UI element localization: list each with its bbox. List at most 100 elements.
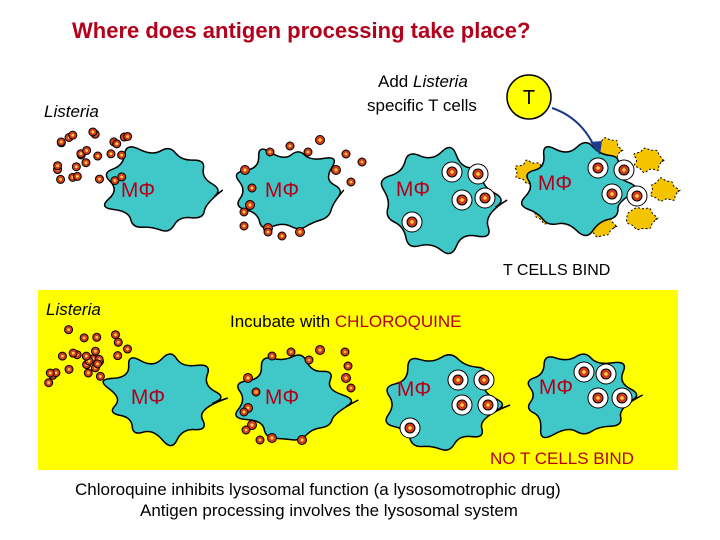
bacterium-core (242, 410, 246, 414)
bacterium-core (456, 378, 460, 382)
bacterium-core (96, 362, 99, 366)
bacterium-core (246, 376, 250, 380)
bacterium-core (120, 175, 124, 179)
bacterium-core (96, 154, 100, 158)
macrophage-4: MΦ (520, 141, 648, 237)
bacterium-core (95, 335, 99, 339)
caption-line-1: Chloroquine inhibits lysosomal function … (75, 480, 561, 499)
bacterium-core (246, 406, 250, 410)
bacterium-core (450, 170, 454, 174)
bacterium-core (79, 152, 83, 156)
bacterium-core (346, 364, 350, 368)
bacterium-core (349, 180, 353, 184)
bacterium-core (98, 374, 102, 378)
macrophage-label: MΦ (539, 376, 573, 399)
macrophage-2: MΦ (235, 135, 345, 237)
bacterium-core (476, 172, 480, 176)
bacterium-core (620, 396, 624, 400)
macrophage-1: MΦ (103, 146, 224, 232)
instruction-add-listeria: Add Listeria (378, 72, 468, 92)
bacterium-core (288, 144, 292, 148)
bacterium-core (47, 381, 51, 385)
bacterium-core (460, 403, 464, 407)
bacterium-core (250, 423, 254, 427)
instruction-add-italic: Listeria (412, 72, 468, 91)
bacterium-core (86, 371, 90, 375)
bacterium-core (483, 196, 487, 200)
bacterium-core (115, 142, 119, 146)
bacterium-core (59, 140, 63, 144)
macrophage-body (103, 146, 224, 232)
bacterium-core (243, 168, 247, 172)
macrophage-label: MΦ (121, 179, 155, 202)
macrophage-3: MΦ (380, 146, 508, 255)
bacterium-core (334, 168, 338, 172)
bacterium-core (94, 349, 97, 353)
instruction-add-prefix: Add (378, 72, 413, 91)
bacterium-core (410, 220, 414, 224)
bacterium-core (289, 350, 293, 354)
bacterium-core (98, 177, 101, 181)
bacterium-core (82, 336, 86, 340)
bacterium-core (126, 135, 129, 138)
macrophage-8: MΦ (527, 353, 644, 439)
bacterium-core (300, 438, 304, 442)
bacterium-core (109, 152, 113, 156)
result-t-cells-bind: T CELLS BIND (503, 262, 611, 279)
bacterium-core (60, 354, 64, 358)
bacterium-core (298, 230, 302, 234)
binding-arrow-head (590, 141, 602, 155)
macrophage-body (102, 353, 229, 447)
bacterium-core (596, 166, 600, 170)
instruction-incubate: Incubate with CHLOROQUINE (230, 312, 461, 332)
bacterium-core (74, 165, 78, 169)
bacterium-core (71, 133, 75, 137)
bacterium-core (114, 333, 117, 337)
bacterium-core (248, 203, 252, 207)
bacterium-core (408, 426, 412, 430)
bacterium-core (318, 138, 322, 142)
bacterium-core (67, 328, 70, 332)
bacterium-core (91, 130, 95, 134)
bacterium-core (266, 230, 270, 234)
bacterium-core (59, 178, 62, 181)
bound-t-cell (633, 147, 665, 173)
macrophage-body (235, 354, 359, 441)
bacterium-core (75, 175, 79, 178)
bacterium-core (126, 347, 129, 351)
bacterium-core (604, 372, 608, 376)
macrophage-label: MΦ (265, 179, 299, 202)
bacterium-core (67, 367, 71, 371)
bacterium-core (596, 396, 600, 400)
bacterium-core (116, 340, 120, 344)
bacterium-core (254, 390, 258, 394)
bacterium-core (48, 371, 52, 375)
t-cell-body (506, 74, 552, 120)
macrophage-label: MΦ (265, 386, 299, 409)
macrophage-6: MΦ (235, 345, 359, 445)
page-title: Where does antigen processing take place… (72, 18, 531, 43)
macrophage-label: MΦ (538, 172, 572, 195)
bacterium-core (344, 376, 348, 380)
listeria-label-top: Listeria (44, 102, 99, 121)
bacterium-core (318, 348, 322, 352)
bacterium-core (270, 436, 274, 440)
bacterium-core (343, 350, 347, 354)
instruction-incubate-prefix: Incubate with (230, 312, 335, 331)
bacterium-core (270, 354, 274, 358)
bacterium-core (349, 386, 353, 390)
top-panel-cells: MΦ MΦ MΦ MΦ (103, 135, 681, 255)
bacterium-core (460, 198, 464, 202)
bacterium-core (87, 359, 91, 363)
bacterium-core (54, 371, 58, 375)
t-cell-label: T (523, 87, 535, 109)
bacterium-core (244, 428, 248, 432)
bacterium-core (635, 194, 639, 198)
bacterium-core (610, 192, 614, 196)
bacterium-core (85, 149, 89, 152)
macrophage-body (235, 148, 345, 230)
bacterium-core (242, 224, 246, 228)
bacterium-core (582, 370, 586, 374)
